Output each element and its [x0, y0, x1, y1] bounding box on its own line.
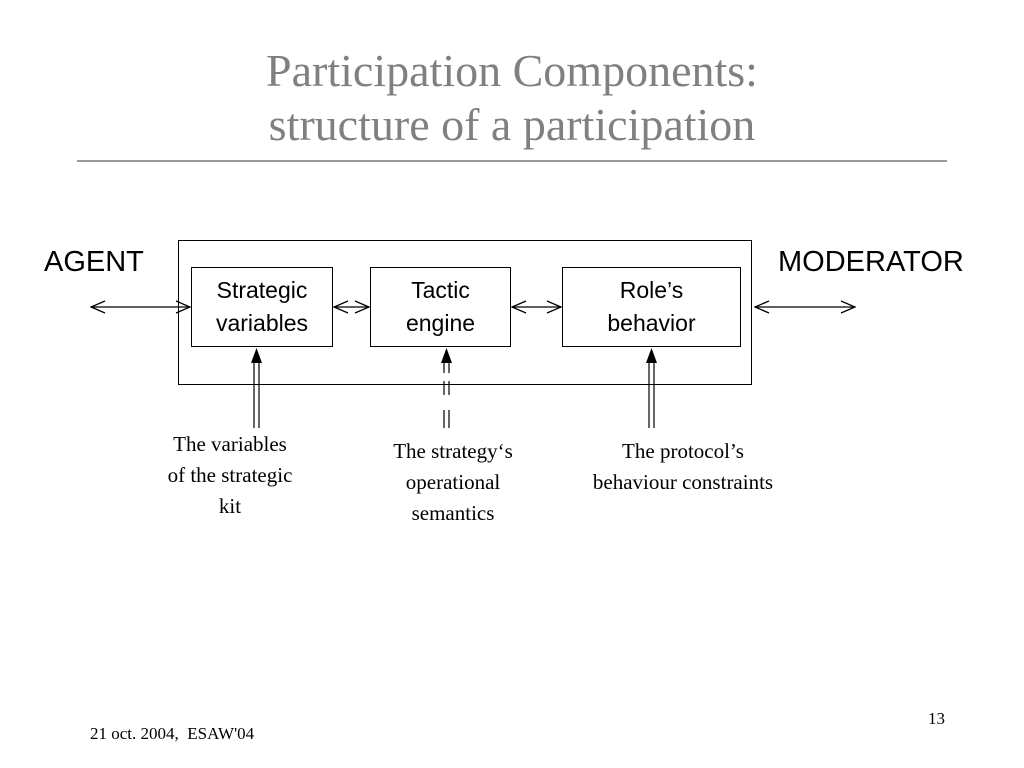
slide-footer: 21 oct. 2004, ESAW'04: [90, 724, 255, 743]
roles-behavior-box: Role’s behavior: [562, 267, 741, 347]
box-label-line: Tactic: [411, 277, 470, 303]
caption-line: behaviour constraints: [592, 470, 774, 494]
caption-line: The strategy‘s: [393, 439, 513, 463]
box-label-line: variables: [215, 310, 309, 336]
box-label-line: Role’s: [619, 277, 684, 303]
caption-line: The protocol’s: [622, 439, 744, 463]
caption-line: kit: [218, 494, 242, 518]
tactic-engine-box: Tactic engine: [370, 267, 511, 347]
title-line-1: Participation Components:: [266, 45, 758, 96]
caption-behaviour-constraints: The protocol’s behaviour constraints: [558, 436, 808, 498]
caption-line: operational: [405, 470, 501, 494]
page-number: 13: [928, 709, 945, 728]
caption-operational-semantics: The strategy‘s operational semantics: [353, 436, 553, 529]
moderator-label: MODERATOR: [778, 246, 964, 278]
slide-title: Participation Components: structure of a…: [0, 44, 1024, 152]
box-label-line: behavior: [607, 310, 696, 336]
agent-label: AGENT: [44, 246, 144, 278]
caption-line: The variables: [173, 432, 287, 456]
strategic-variables-box: Strategic variables: [191, 267, 333, 347]
box-label-line: engine: [405, 310, 476, 336]
caption-strategic-kit: The variables of the strategic kit: [130, 429, 330, 522]
caption-line: of the strategic: [167, 463, 293, 487]
title-line-2: structure of a participation: [268, 99, 756, 150]
title-divider: [77, 160, 947, 162]
box-label-line: Strategic: [216, 277, 308, 303]
caption-line: semantics: [411, 501, 495, 525]
